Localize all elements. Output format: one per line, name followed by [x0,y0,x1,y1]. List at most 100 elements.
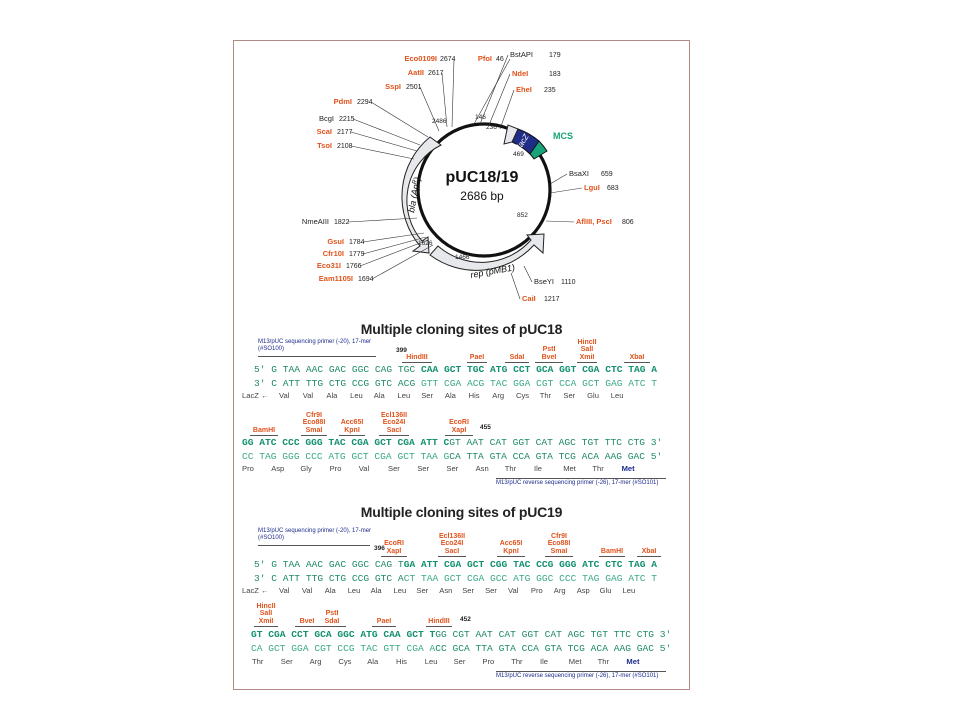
puc19-title: Multiple cloning sites of pUC19 [360,504,563,520]
site-position-19: 1110 [561,279,576,286]
p19r1e-enzyme-0: EcoRI XapI [384,540,404,555]
site-label-1: PfoI [478,54,492,63]
puc18-primer-rev-line [496,478,666,479]
puc19-primer-fwd: M13/pUC sequencing primer (-20), 17-mer … [258,528,372,541]
p18r1a-residue-10: Arg [492,391,505,400]
p18r2a-residue-0: Pro [242,464,254,473]
site-leader-3 [441,72,448,128]
pos-1466: 1466 [455,254,470,261]
site-label-2: BstAPI [510,50,533,59]
p18r2a-residue-10: Ile [534,464,543,473]
site-leader-16 [362,236,427,255]
p19r1e-enzyme-3: Cfr9I Eco88I SmaI [547,532,571,555]
site-leader-4 [488,73,511,126]
site-label-10: TsoI [317,141,332,150]
p19r1a-residue-11: Val [508,586,519,595]
p18r1a-residue-11: Cys [516,391,530,400]
p18r1a-residue-3: Ala [326,391,338,400]
puc19-primer-fwd-line [258,545,370,546]
puc18-primer-fwd: M13/pUC sequencing primer (-20), 17-mer … [258,339,372,352]
site-leader-6 [499,89,515,130]
p19r1a-residue-14: Asp [576,586,590,595]
site-leader-1 [473,58,511,125]
p18r2e-enzyme-3: Ecl136II Eco24I SacI [380,411,408,434]
pos-146: 146 [475,114,486,121]
site-label-3: AatII [408,68,424,77]
puc18-primer-fwd-line [258,356,376,357]
p19r1a-residue-15: Glu [599,586,612,595]
p19r2e-enzyme-bar-3 [372,626,396,627]
p18r2a-residue-5: Ser [388,464,400,473]
site-position-13: 806 [622,219,634,226]
p18r1e-enzyme-3: PstI BveI [541,346,557,361]
p19r1e-enzyme-bar-5 [637,556,661,557]
puc19-row2-top: GT CGA CCT GCA GGC ATG CAA GCT TGG CGT A… [251,629,672,640]
p18r1e-enzyme-bar-4 [577,362,597,363]
p19r2e-enzyme-0: HincII SalI XmiI [256,602,276,625]
p19r2a-residue-12: Thr [597,657,609,666]
restriction-site-leaders [347,54,583,300]
p18r1a-residue-2: Val [302,391,314,400]
puc18-row1-top: 5′ G TAA AAC GAC GGC CAG TGC CAA GCT TGC… [254,364,658,375]
p18r1e-enzyme-bar-1 [467,362,487,363]
site-position-2: 179 [549,52,561,59]
figure-panel: pUC18/19 2686 bp bla (ApR) lacZ MCS rep … [233,40,690,690]
p19r2e-enzyme-1: BveI [299,617,315,625]
site-label-20: CaiI [522,294,536,303]
p18r2a-residue-6: Ser [417,464,430,473]
p18r1e-enzyme-0: HindIII [406,353,428,361]
p18r1a-residue-7: Ser [421,391,434,400]
puc19-primer-rev: M13/pUC reverse sequencing primer (-26),… [496,673,659,679]
p18r1a-residue-0: LacZ ← [242,391,269,400]
pos-852: 852 [517,212,528,219]
site-position-5: 2501 [406,84,422,91]
pos-469: 469 [513,151,524,158]
p18r2e-enzyme-2: Acc65I KpnI [340,419,364,434]
p18r1e-enzyme-bar-0 [402,362,432,363]
site-leader-9 [350,131,418,152]
plasmid-name: pUC18/19 [446,169,519,186]
p18r2e-enzyme-bar-4 [445,435,473,436]
p19r2e-enzyme-bar-4 [426,626,452,627]
p19r2e-enzyme-bar-0 [254,626,278,627]
p18r1e-enzyme-2: SdaI [509,353,525,361]
bla-label: bla (ApR) [406,176,422,213]
site-label-16: Cfr10I [323,249,344,258]
p19r2a-residue-7: Ser [453,657,466,666]
p18r1e-enzyme-1: PaeI [469,353,485,361]
pos-236: 236 [486,124,497,131]
p19r2e-enzyme-2: PstI SdaI [324,610,340,625]
p19r1a-residue-4: Leu [347,586,361,595]
puc18-row2-top: GG ATC CCC GGG TAC CGA GCT CGA ATT CGT A… [242,437,663,448]
site-label-18: Eam1105I [319,274,353,283]
plasmid-size: 2686 bp [460,189,504,203]
p18r1a-residue-6: Leu [397,391,411,400]
p19r1e-enzyme-5: XbaI [641,547,657,555]
site-leader-2 [479,54,509,125]
site-leader-18 [371,244,434,280]
site-label-0: Eco0109I [404,54,437,63]
puc19-pos-b: 452 [460,616,471,623]
mcs-feature-box [529,140,548,160]
bla-feature-arrow [401,136,442,254]
p18r1a-residue-9: His [468,391,480,400]
p19r1e-enzyme-2: Acc65I KpnI [499,540,523,555]
p18r1e-enzyme-bar-5 [624,362,650,363]
p19r1a-residue-12: Pro [530,586,543,595]
p19r2a-residue-9: Thr [511,657,523,666]
site-position-6: 235 [544,87,556,94]
p18r2a-residue-3: Pro [329,464,342,473]
p19r1a-residue-7: Ser [416,586,429,595]
p18r1a-residue-12: Thr [539,391,552,400]
p18r2a-residue-1: Asp [271,464,285,473]
p19r1a-residue-5: Ala [370,586,382,595]
p18r1a-residue-8: Ala [444,391,456,400]
p18r1e-enzyme-5: XbaI [629,353,645,361]
p19r1a-residue-1: Val [279,586,290,595]
p19r1e-enzyme-4: BamHI [600,547,624,555]
p18r2e-enzyme-1: Cfr9I Eco88I SmaI [302,411,326,434]
p18r2a-residue-13: Met [621,464,635,473]
p18r1e-enzyme-bar-3 [535,362,563,363]
site-position-14: 1822 [334,219,350,226]
p19r1a-residue-9: Ser [462,586,475,595]
